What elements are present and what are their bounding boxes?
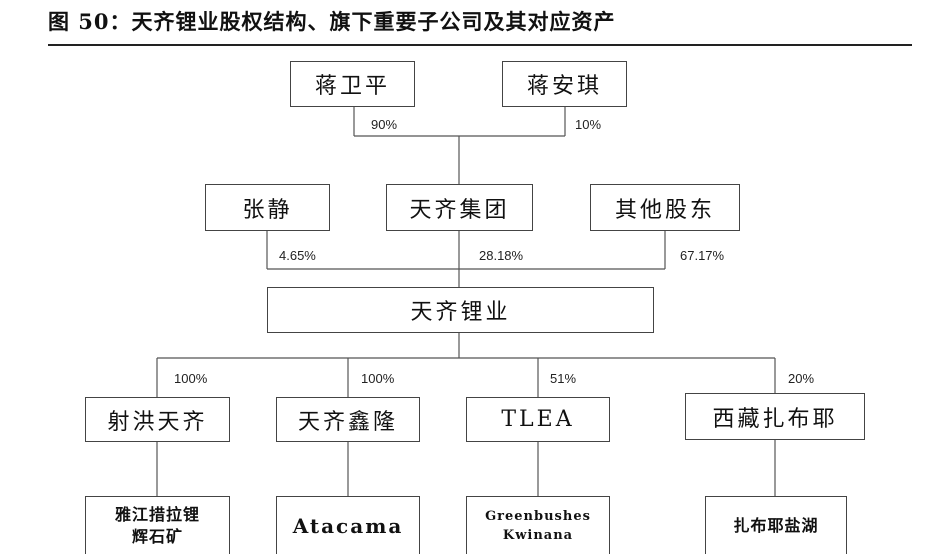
- stake-label-tlea-51: 51%: [550, 371, 577, 386]
- node-other-shareholders: 其他股东: [590, 184, 740, 231]
- node-tianqi-group: 天齐集团: [386, 184, 533, 231]
- stake-label-shehong-100: 100%: [174, 371, 208, 386]
- stake-label-xinlong-100: 100%: [361, 371, 395, 386]
- figure-title: 图 50：天齐锂业股权结构、旗下重要子公司及其对应资产: [48, 9, 616, 34]
- node-zhang-jing: 张静: [205, 184, 330, 231]
- stake-label-zabuye-20: 20%: [788, 371, 815, 386]
- asset-zabuye-salt-lake: 扎布耶盐湖: [705, 496, 847, 554]
- asset-greenbushes-kwinana: Greenbushes Kwinana: [466, 496, 610, 554]
- stake-label-28-18: 28.18%: [479, 248, 524, 263]
- stake-label-67-17: 67.17%: [680, 248, 725, 263]
- node-xizang-zabuye: 西藏扎布耶: [685, 393, 865, 440]
- asset-zabuye-lake-label: 扎布耶盐湖: [733, 515, 819, 535]
- asset-yajiang-spodumene: 雅江措拉锂 辉石矿: [85, 496, 230, 554]
- asset-atacama: Atacama: [276, 496, 420, 554]
- title-underline: [48, 44, 912, 46]
- node-tlea: TLEA: [466, 397, 610, 442]
- asset-atacama-label: Atacama: [292, 513, 404, 538]
- node-jiang-weiping: 蒋卫平: [290, 61, 415, 107]
- node-jiang-anqi: 蒋安琪: [502, 61, 627, 107]
- stake-label-90: 90%: [371, 117, 398, 132]
- node-shehong-tianqi: 射洪天齐: [85, 397, 230, 442]
- stake-label-10: 10%: [575, 117, 602, 132]
- node-tianqi-lithium: 天齐锂业: [267, 287, 654, 333]
- asset-greenbushes-line2: Kwinana: [502, 527, 574, 543]
- asset-greenbushes-line1: Greenbushes: [485, 508, 591, 524]
- asset-yajiang-line1: 雅江措拉锂: [114, 504, 200, 524]
- asset-yajiang-line2: 辉石矿: [131, 526, 183, 546]
- node-tianqi-xinlong: 天齐鑫隆: [276, 397, 420, 442]
- stake-label-4-65: 4.65%: [279, 248, 316, 263]
